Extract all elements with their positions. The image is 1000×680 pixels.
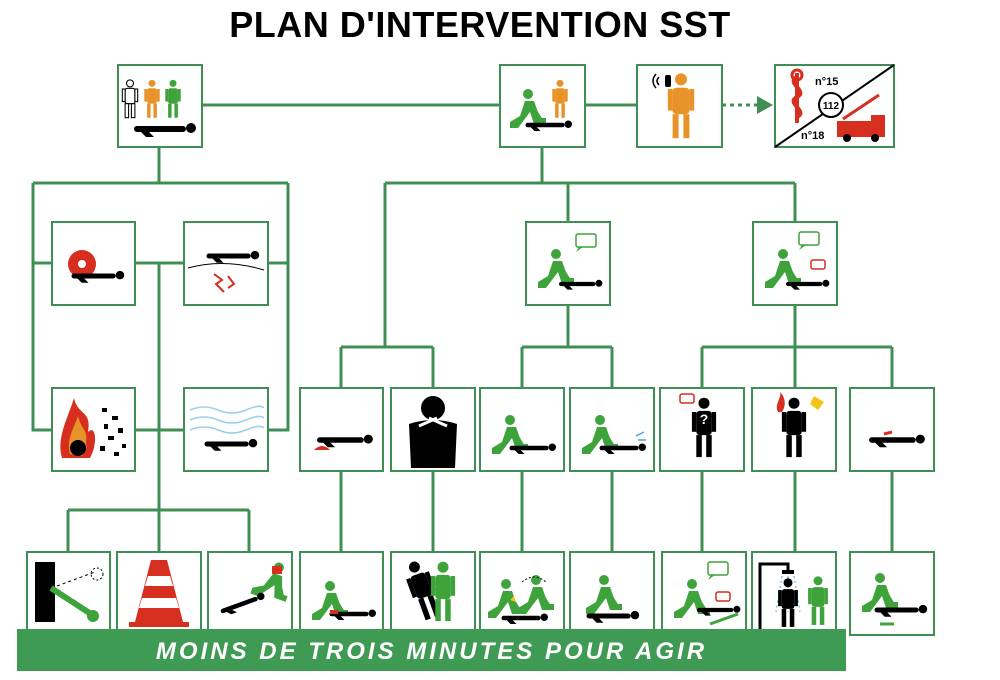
- shower-burn-icon: [751, 551, 837, 636]
- witnesses-victim-icon: [117, 64, 203, 148]
- electrical-danger-icon: [183, 221, 269, 306]
- svg-text:?: ?: [700, 411, 709, 427]
- emergency-services-icon: n°15 n°18 112: [774, 64, 895, 148]
- unconscious-breathing-icon: [479, 387, 565, 472]
- malaise-icon: ?: [659, 387, 745, 472]
- dotted-arrow: [722, 96, 773, 114]
- seat-and-ask-icon: [661, 551, 747, 636]
- drag-victim-icon: [207, 551, 300, 636]
- choking-icon: [390, 387, 476, 472]
- rescuer-examining-victim-icon: [499, 64, 586, 148]
- warning-cone-icon: [116, 551, 202, 636]
- cpr-defibrillation-icon: [479, 551, 565, 636]
- recovery-position-icon: [569, 551, 655, 636]
- victim-responds-complaint-icon: [752, 221, 838, 306]
- bleeding-icon: [299, 387, 384, 472]
- compress-wound-icon: [299, 551, 384, 636]
- pompiers-number: n°18: [801, 130, 824, 142]
- victim-responds-icon: [525, 221, 611, 306]
- european-number: 112: [823, 101, 840, 112]
- fire-explosion-icon: [51, 387, 136, 472]
- stop-machine-icon: [26, 551, 111, 636]
- bottom-banner: MOINS DE TROIS MINUTES POUR AGIR: [17, 629, 846, 671]
- fire-truck-icon: [837, 93, 885, 142]
- page-title: PLAN D'INTERVENTION SST: [229, 4, 731, 45]
- alert-phone-call-icon: [636, 64, 723, 148]
- caduceus-icon: [790, 68, 804, 123]
- back-blows-icon: [390, 551, 476, 636]
- not-breathing-icon: [569, 387, 655, 472]
- crushing-danger-icon: [51, 221, 136, 306]
- burn-icon: [751, 387, 837, 472]
- samu-number: n°15: [815, 76, 838, 88]
- protect-wound-icon: [849, 551, 935, 636]
- wound-icon: [849, 387, 935, 472]
- toxic-gas-icon: [183, 387, 269, 472]
- banner-text: MOINS DE TROIS MINUTES POUR AGIR: [155, 638, 708, 665]
